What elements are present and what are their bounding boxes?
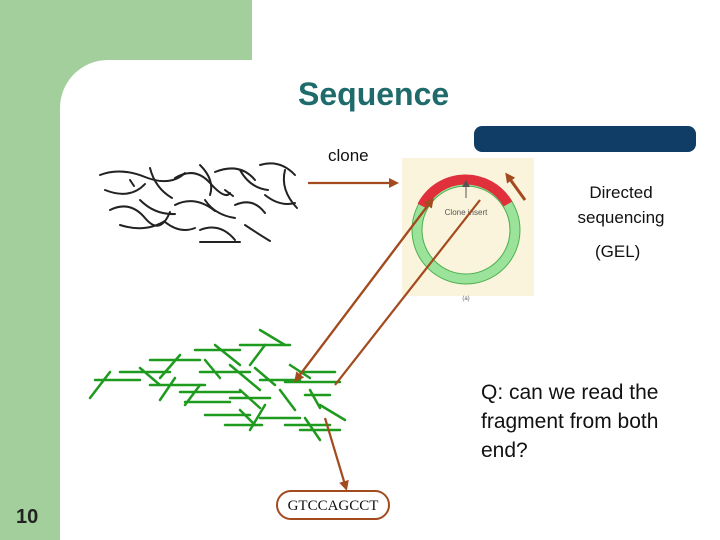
directed-sequencing-label: Directed sequencing xyxy=(577,183,665,227)
gel-label: (GEL) xyxy=(595,242,641,261)
question-text: Q: can we read the fragment from both en… xyxy=(481,381,659,462)
plasmid-to-fragment-arrow xyxy=(294,199,433,383)
fragment-to-plasmid-arrow-2 xyxy=(334,199,481,386)
plasmid-ring: Clone insert (a) xyxy=(411,174,521,302)
left-green-strip xyxy=(0,60,60,540)
navy-accent-bar xyxy=(474,126,696,152)
dna-fragments-black xyxy=(99,162,298,243)
clone-label: clone xyxy=(328,146,369,165)
slide-number: 10 xyxy=(16,506,39,528)
fragment-to-sequence-arrow xyxy=(323,417,349,491)
clone-insert-label: Clone insert xyxy=(445,208,488,217)
slide-title: Sequence xyxy=(298,76,450,112)
directed-arrow xyxy=(505,172,527,201)
arrows xyxy=(294,172,527,491)
sequence-fragment-box: GTCCAGCCT xyxy=(276,490,390,520)
dna-fragments-green xyxy=(88,328,347,442)
svg-text:(a): (a) xyxy=(462,296,469,302)
